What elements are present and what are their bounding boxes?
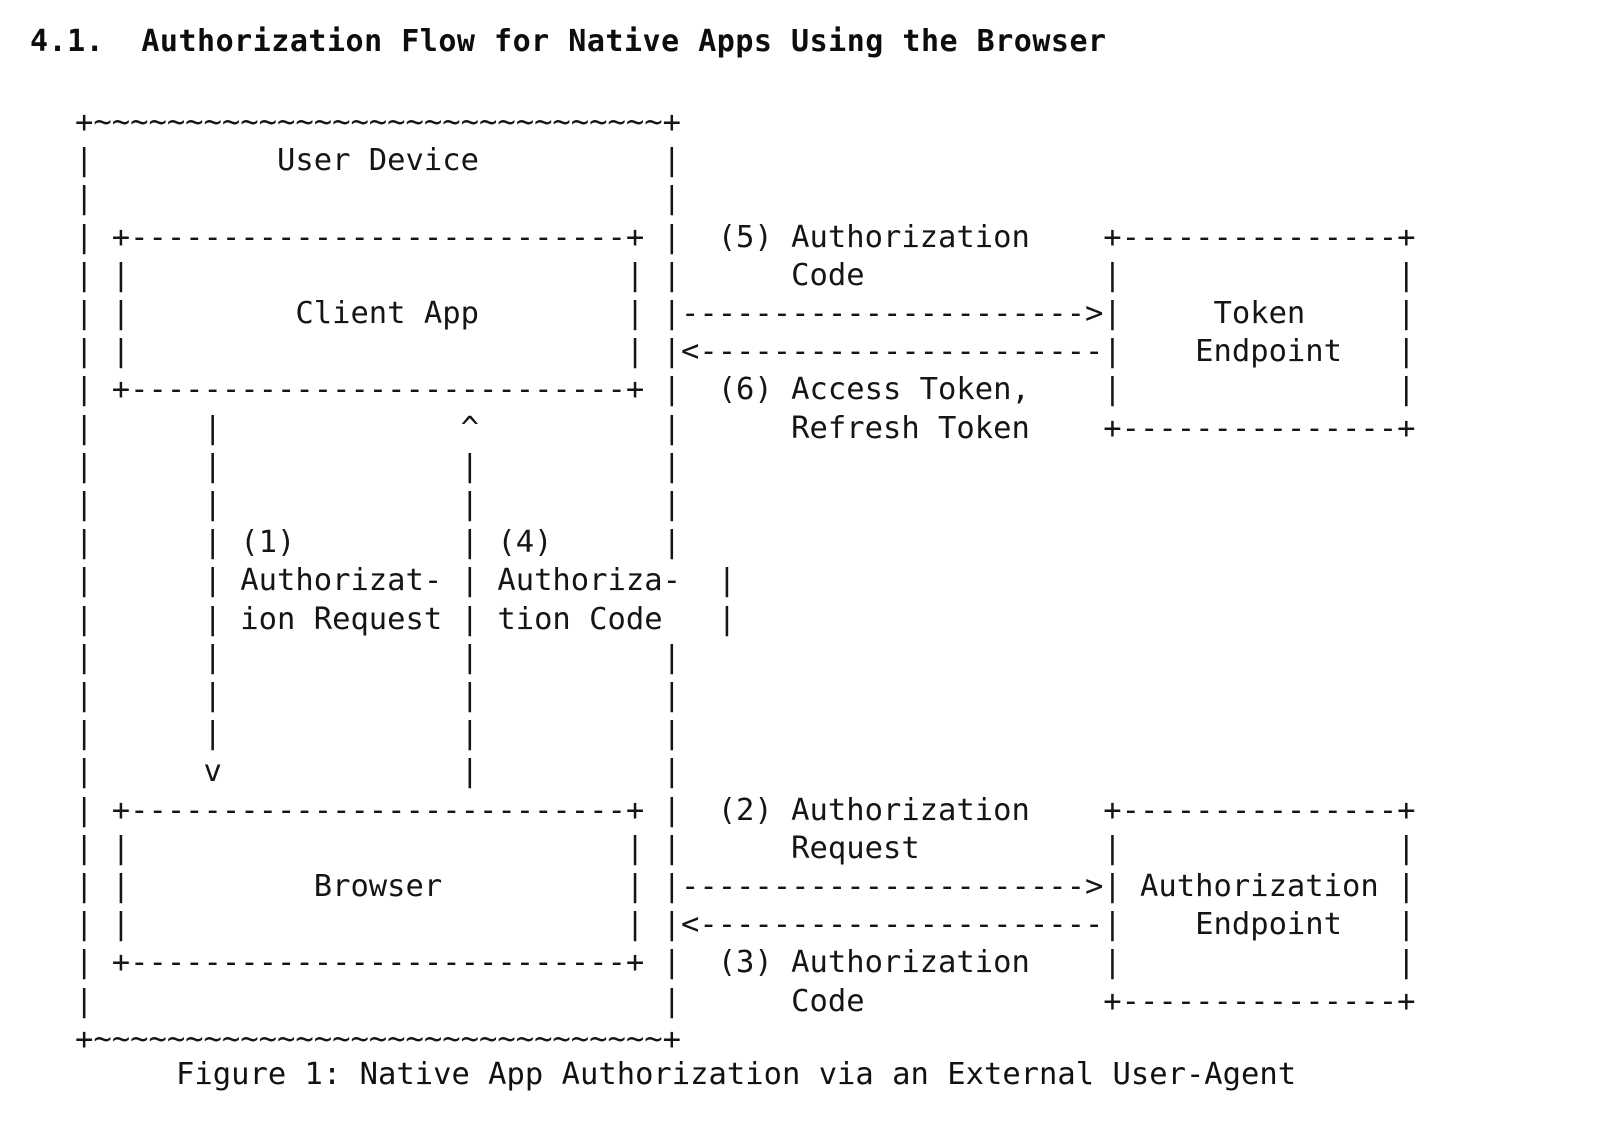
ascii-flow-diagram: +~~~~~~~~~~~~~~~~~~~~~~~~~~~~~~~+ | User… [75,105,1416,1057]
figure-caption: Figure 1: Native App Authorization via a… [176,1057,1297,1092]
section-heading: 4.1. Authorization Flow for Native Apps … [30,24,1107,59]
